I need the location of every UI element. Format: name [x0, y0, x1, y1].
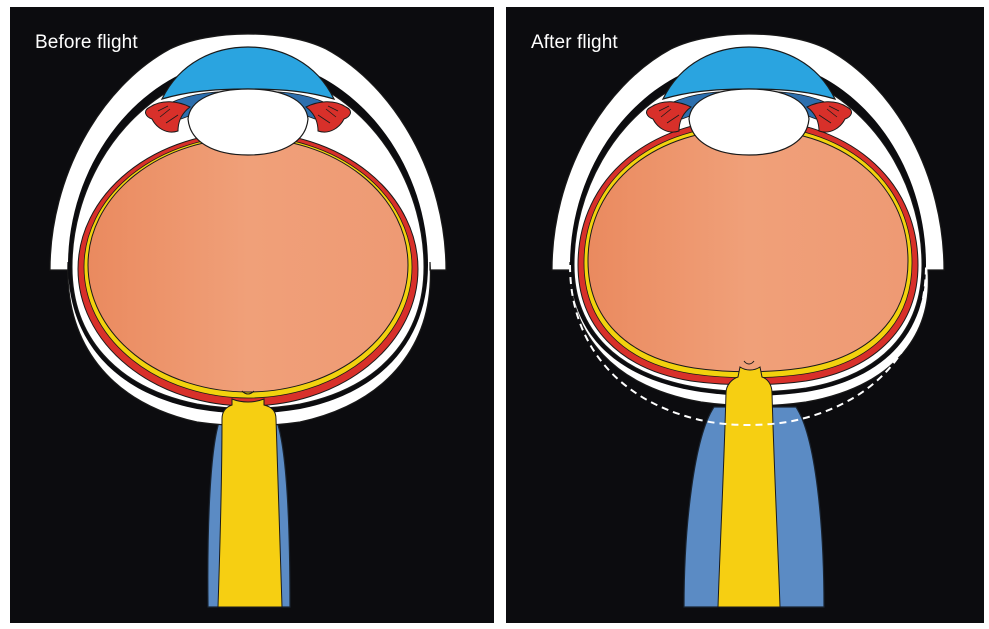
lens [689, 89, 809, 155]
lens [188, 89, 308, 155]
vitreous-body [588, 129, 908, 372]
optic-nerve [718, 367, 780, 607]
eye-diagram-after [506, 7, 984, 623]
vitreous-body [88, 138, 408, 392]
before-flight-panel: Before flight [10, 7, 494, 623]
after-flight-panel: After flight [506, 7, 984, 623]
eye-diagram-before [10, 7, 494, 623]
optic-nerve [218, 399, 282, 607]
